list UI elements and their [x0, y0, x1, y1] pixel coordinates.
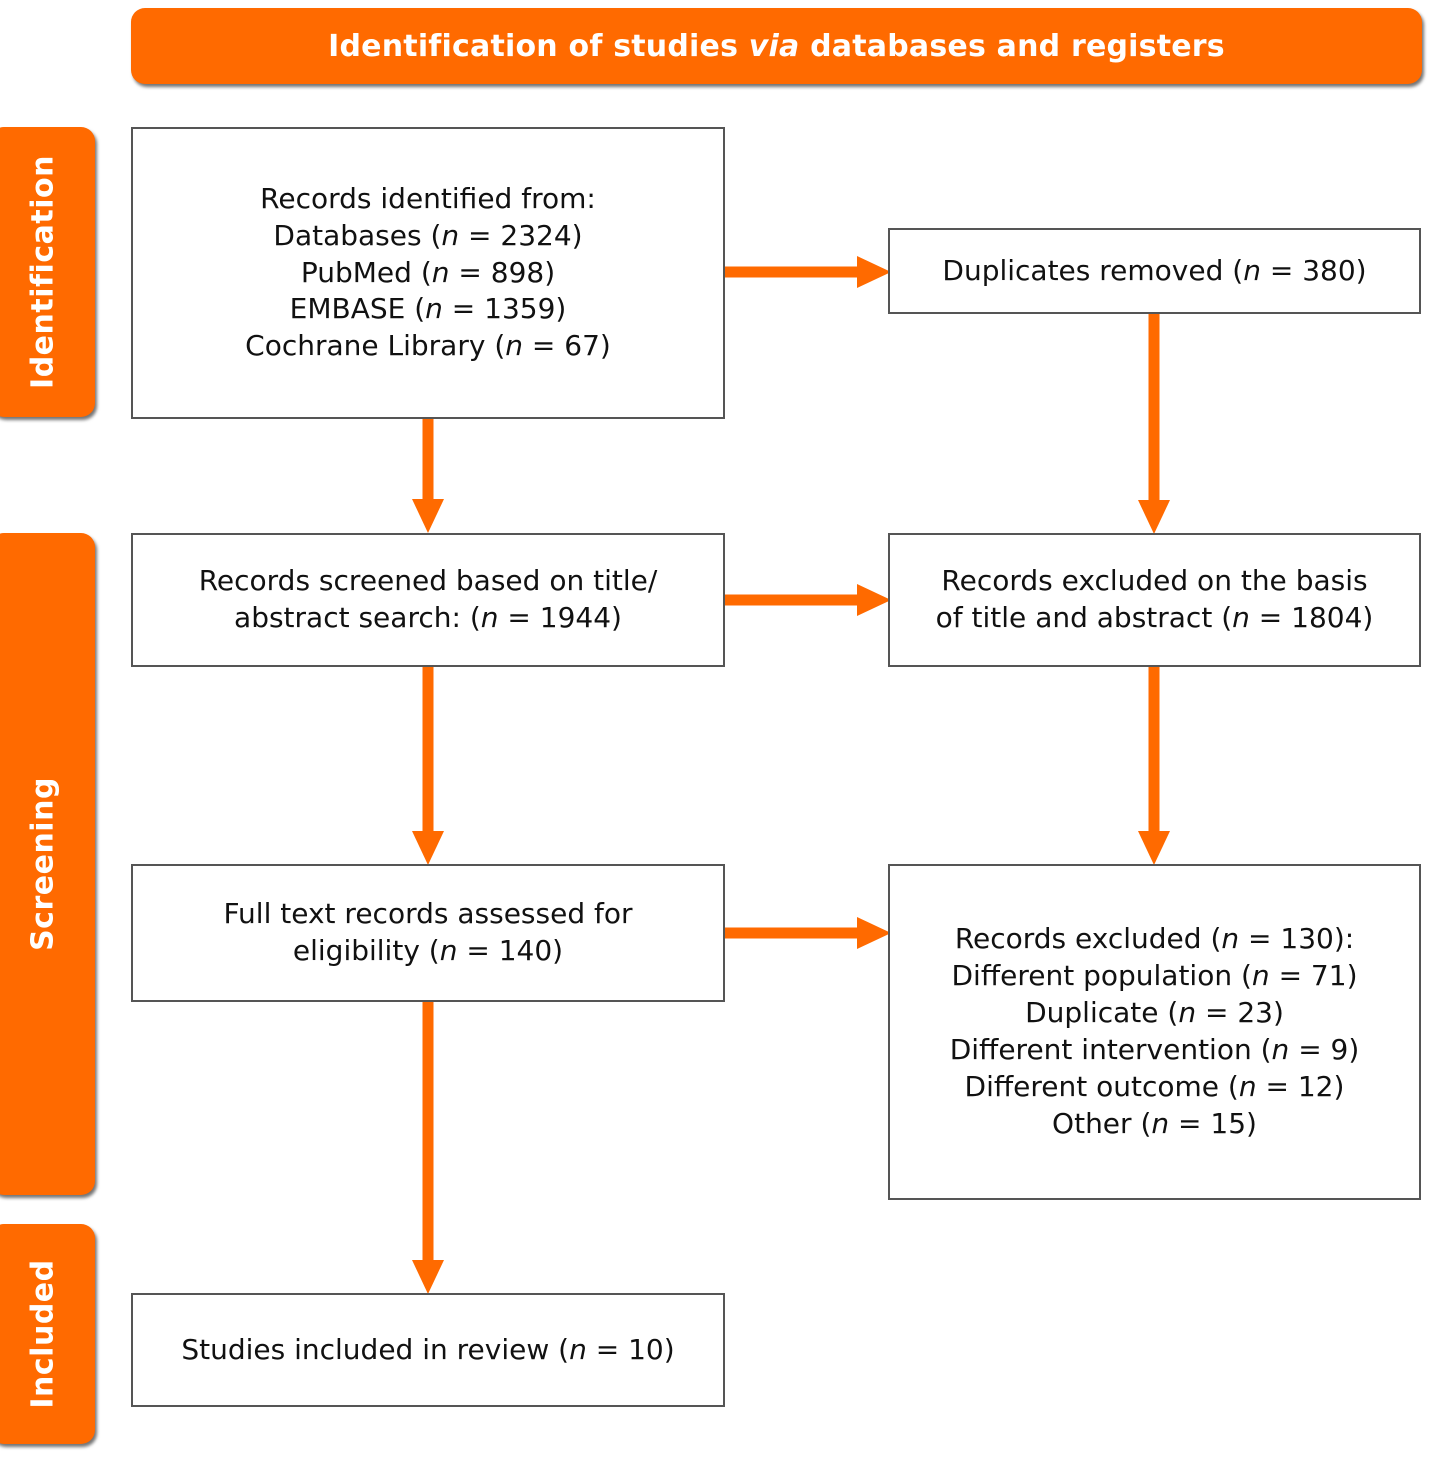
italic-n: n — [480, 601, 499, 634]
italic-n: n — [1151, 1106, 1170, 1140]
box-line: Databases (n = 2324) — [273, 218, 583, 252]
box-line: abstract search: (n = 1944) — [234, 601, 622, 634]
box-studies-included-in-review: Studies included in review (n = 10) — [131, 1293, 725, 1407]
box-line: Duplicates removed (n = 380) — [942, 253, 1367, 287]
stage-bar-included: Included — [0, 1224, 95, 1444]
box-line: Records excluded (n = 130): — [954, 922, 1355, 956]
arrow-excluded-ta-to-excluded-reasons — [1138, 665, 1170, 865]
arrow-screened-to-fulltext — [412, 665, 444, 865]
diagram-title-banner: Identification of studies via databases … — [131, 8, 1422, 84]
italic-n: n — [1178, 996, 1197, 1030]
arrow-fulltext-to-excluded-reasons — [723, 917, 891, 949]
italic-n: n — [1232, 601, 1250, 634]
box-line: Different outcome (n = 12) — [964, 1069, 1345, 1103]
box-line: Different intervention (n = 9) — [949, 1033, 1360, 1066]
box-line: Other (n = 15) — [1052, 1106, 1257, 1140]
italic-n: n — [1271, 1033, 1290, 1066]
stage-label-included: Included — [25, 1259, 60, 1409]
box-line: Records excluded on the basis — [941, 564, 1368, 598]
box-line: PubMed (n = 898) — [300, 255, 556, 289]
box-line: Records screened based on title/ — [198, 564, 658, 598]
title-italic-word: via — [748, 28, 800, 64]
diagram-title-text: Identification of studies via databases … — [328, 28, 1225, 64]
box-line: of title and abstract (n = 1804) — [935, 601, 1374, 634]
box-line: EMBASE (n = 1359) — [289, 292, 567, 326]
italic-n: n — [425, 292, 443, 326]
box-records-excluded-with-reasons: Records excluded (n = 130):Different pop… — [888, 864, 1421, 1200]
box-line: Duplicate (n = 23) — [1025, 996, 1284, 1030]
italic-n: n — [1221, 922, 1240, 956]
stage-bar-screening: Screening — [0, 533, 95, 1195]
italic-n: n — [431, 255, 450, 289]
box-records-screened: Records screened based on title/abstract… — [131, 533, 725, 667]
box-line: Cochrane Library (n = 67) — [245, 329, 611, 363]
italic-n: n — [1238, 1069, 1257, 1103]
box-duplicates-removed: Duplicates removed (n = 380) — [888, 228, 1421, 314]
box-line: Records identified from: — [260, 181, 596, 215]
arrow-identified-to-duplicates — [723, 256, 891, 288]
stage-label-identification: Identification — [25, 155, 60, 389]
box-line: Different population (n = 71) — [951, 959, 1358, 993]
box-line: eligibility (n = 140) — [292, 934, 564, 967]
box-line: Studies included in review (n = 10) — [181, 1332, 675, 1366]
arrow-screened-to-excluded-ta — [723, 584, 891, 616]
italic-n: n — [441, 218, 460, 252]
italic-n: n — [505, 329, 523, 363]
box-line: Full text records assessed for — [223, 897, 633, 931]
arrow-fulltext-to-included — [412, 1000, 444, 1294]
box-records-identified: Records identified from:Databases (n = 2… — [131, 127, 725, 419]
stage-bar-identification: Identification — [0, 127, 95, 417]
italic-n: n — [1243, 253, 1261, 287]
italic-n: n — [569, 1332, 587, 1366]
stage-label-screening: Screening — [25, 777, 60, 951]
italic-n: n — [1251, 959, 1270, 993]
arrow-duplicates-to-excluded-ta — [1138, 312, 1170, 534]
italic-n: n — [439, 934, 458, 967]
arrow-identified-to-screened — [412, 417, 444, 533]
